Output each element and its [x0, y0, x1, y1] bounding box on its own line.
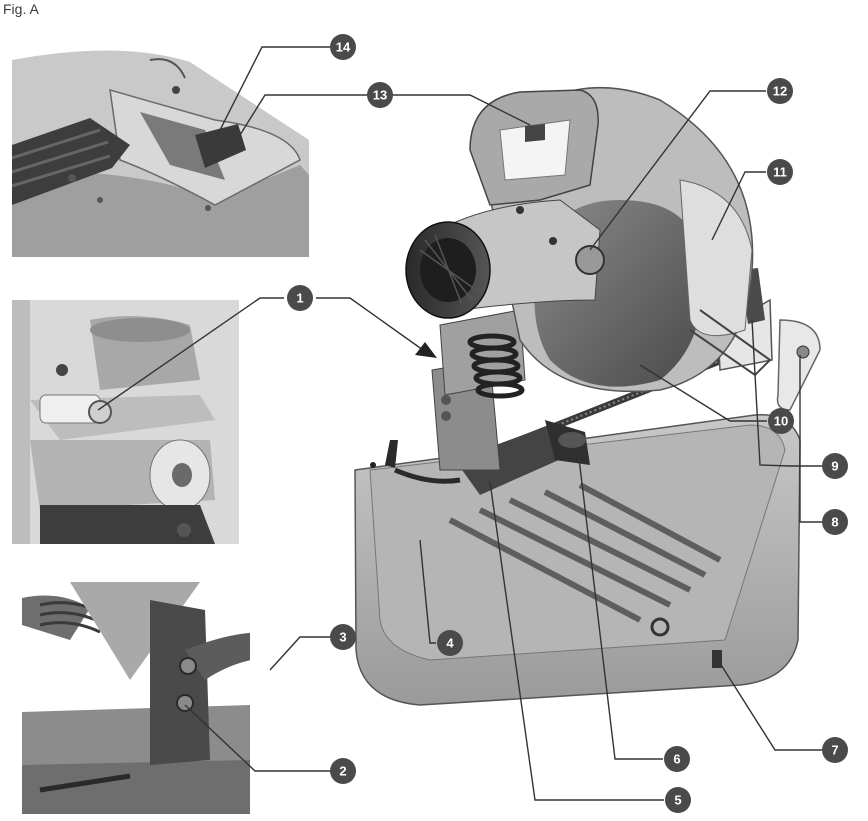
- inset-lever-detail: [22, 582, 305, 814]
- callout-number: 14: [336, 40, 351, 55]
- callout-number: 10: [774, 414, 788, 429]
- callout-3: 3: [330, 624, 356, 650]
- arrow-1-head: [415, 342, 437, 358]
- callout-number: 1: [296, 291, 303, 306]
- callout-11: 11: [767, 159, 793, 185]
- callout-number: 5: [674, 793, 681, 808]
- callout-2: 2: [330, 758, 356, 784]
- callout-number: 6: [673, 752, 680, 767]
- main-saw: [355, 88, 820, 705]
- callout-number: 7: [831, 743, 838, 758]
- callout-number: 2: [339, 764, 346, 779]
- callout-13: 13: [367, 82, 393, 108]
- callout-1: 1: [287, 285, 313, 311]
- callout-number: 9: [831, 459, 838, 474]
- callout-12: 12: [767, 78, 793, 104]
- callout-5: 5: [665, 787, 691, 813]
- inset-handle-detail: [12, 50, 309, 257]
- callout-9: 9: [822, 453, 848, 479]
- callout-number: 13: [373, 88, 387, 103]
- callout-number: 8: [831, 515, 838, 530]
- callout-number: 12: [773, 84, 787, 99]
- callout-number: 4: [446, 636, 454, 651]
- callout-10: 10: [768, 408, 794, 434]
- callout-6: 6: [664, 746, 690, 772]
- figure-label: Fig. A: [3, 1, 39, 17]
- callout-number: 3: [339, 630, 346, 645]
- callout-4: 4: [437, 630, 463, 656]
- callout-7: 7: [822, 737, 848, 763]
- callout-8: 8: [822, 509, 848, 535]
- callout-14: 14: [330, 34, 356, 60]
- callout-number: 11: [773, 165, 787, 180]
